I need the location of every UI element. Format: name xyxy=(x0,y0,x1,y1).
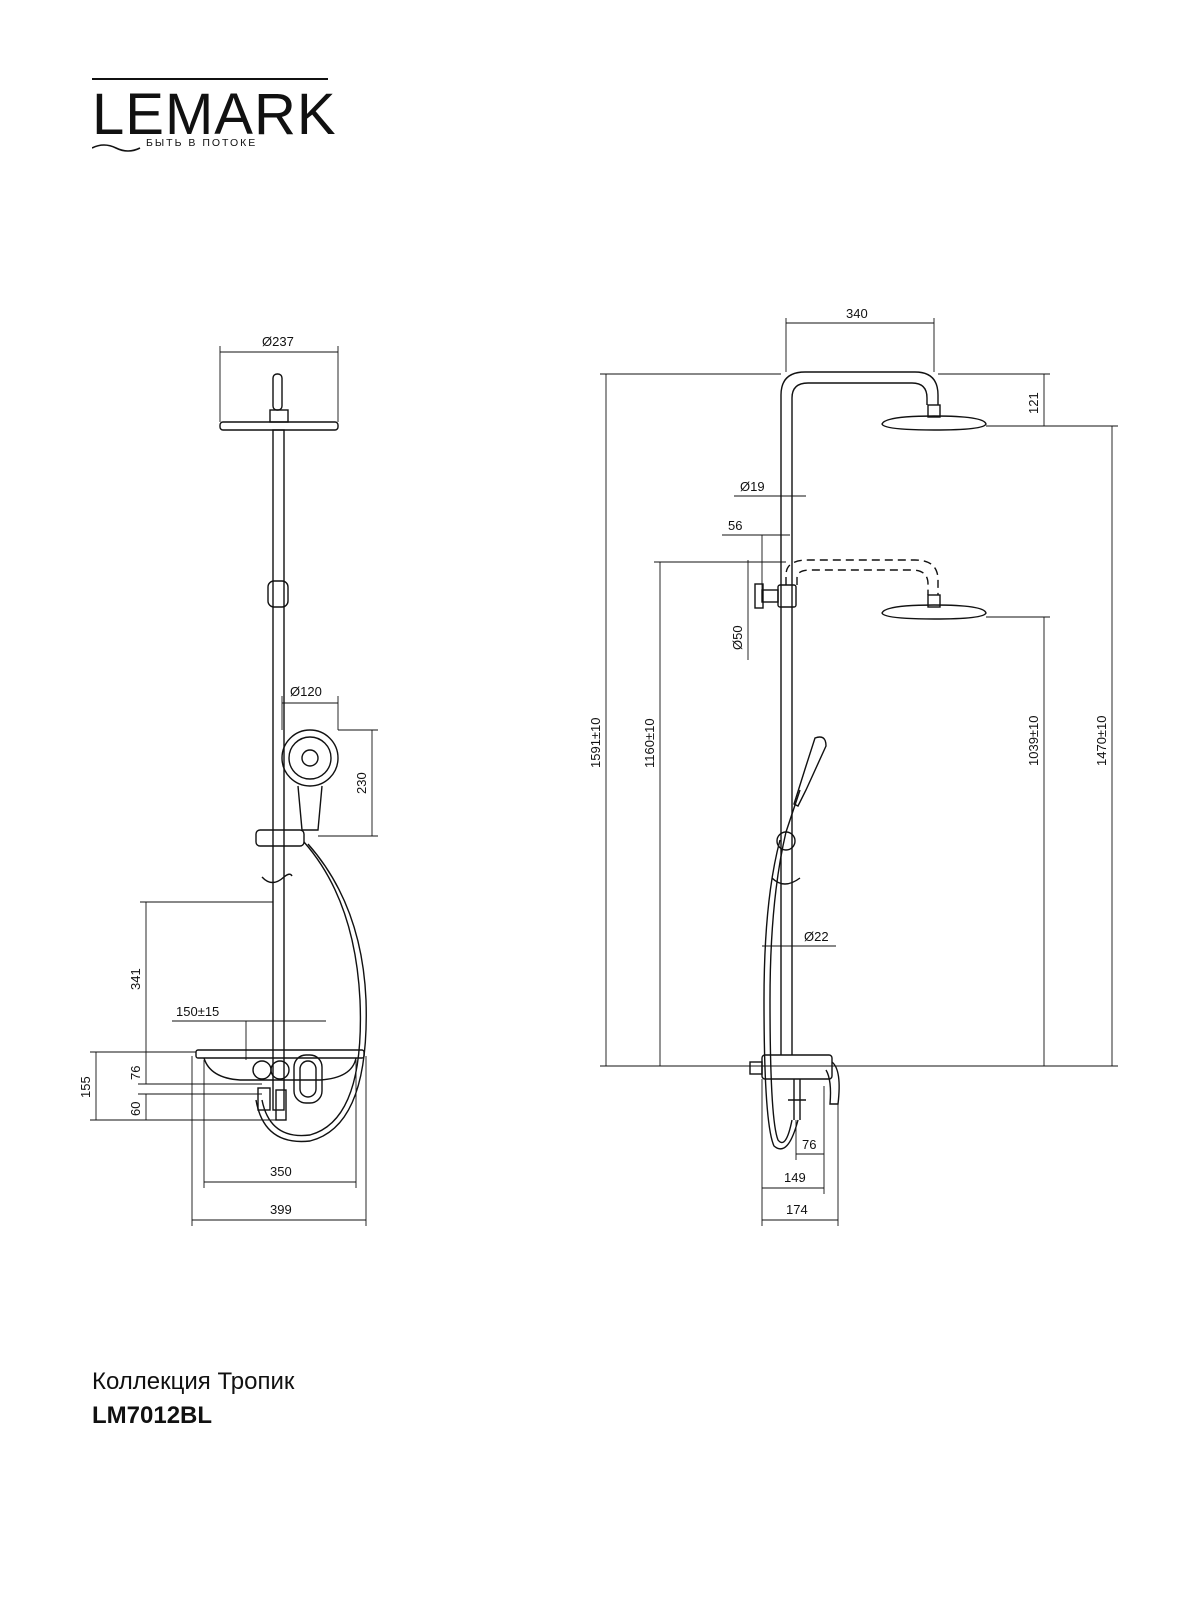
side-mixer-handle xyxy=(825,1061,840,1105)
dim-hand-shower-diameter: Ø120 xyxy=(290,684,322,699)
dim-lower-height: 60 xyxy=(128,1102,143,1116)
side-hand-shower xyxy=(793,736,827,807)
front-mixer-knob xyxy=(252,1060,272,1080)
front-mixer-handle xyxy=(293,1054,323,1104)
brand-tagline: БЫТЬ В ПОТОКЕ xyxy=(146,137,258,149)
dim-total-depth: 174 xyxy=(786,1202,808,1217)
dim-bracket-offset: 56 xyxy=(728,518,742,533)
dim-upper-height: 76 xyxy=(128,1066,143,1080)
side-high-shower-head xyxy=(881,415,987,431)
side-hook xyxy=(771,877,801,885)
dim-pipe-diameter: Ø19 xyxy=(740,479,765,494)
side-low-arm xyxy=(785,559,939,595)
dim-arm-length: 340 xyxy=(846,306,868,321)
dim-low-bracket-height: 1160±10 xyxy=(642,718,657,768)
dim-total-width: 399 xyxy=(270,1202,292,1217)
dimension-lines xyxy=(90,318,1118,1226)
dim-bracket-diameter: Ø50 xyxy=(730,625,745,650)
dim-body-depth: 149 xyxy=(784,1170,806,1185)
dim-holder-height: 341 xyxy=(128,968,143,990)
front-rail-bracket xyxy=(267,580,289,608)
side-hose xyxy=(769,831,793,1144)
brand-name: LEMARK xyxy=(92,82,337,147)
side-mixer-body xyxy=(761,1054,833,1080)
side-low-shower-head xyxy=(881,604,987,620)
dim-hand-shower-height: 230 xyxy=(354,772,369,794)
logo-wave-lines xyxy=(92,78,328,152)
dim-head-diameter: Ø237 xyxy=(262,334,294,349)
product-footer: Коллекция Тропик LM7012BL xyxy=(92,1368,294,1430)
front-hook xyxy=(261,873,293,884)
dim-low-head-height: 1039±10 xyxy=(1026,715,1041,766)
side-view xyxy=(749,371,987,1150)
front-view xyxy=(195,373,367,1143)
brand-logo: LEMARK БЫТЬ В ПОТОКЕ xyxy=(92,76,342,156)
dim-high-head-height: 1470±10 xyxy=(1094,715,1109,766)
front-shower-head xyxy=(219,421,339,431)
side-pipe xyxy=(780,371,939,1055)
collection-name: Коллекция Тропик xyxy=(92,1368,295,1395)
front-tray xyxy=(203,1057,357,1081)
dim-lower-pipe-diameter: Ø22 xyxy=(804,929,829,944)
front-hand-shower xyxy=(281,729,339,787)
dim-total-height-side: 1591±10 xyxy=(588,717,603,768)
front-shelf xyxy=(195,1049,365,1059)
model-number: LM7012BL xyxy=(92,1402,213,1429)
dim-head-drop: 121 xyxy=(1026,392,1041,414)
dimension-labels: Ø237 Ø120 230 341 150±15 155 76 60 350 3… xyxy=(78,306,1109,1217)
dim-shelf-width: 350 xyxy=(270,1164,292,1179)
front-rail xyxy=(272,429,285,1111)
dim-spout-depth: 76 xyxy=(802,1137,816,1152)
front-slider xyxy=(255,829,305,847)
dim-total-height-front: 155 xyxy=(78,1076,93,1098)
dim-mixer-spacing: 150±15 xyxy=(176,1004,219,1019)
front-hose xyxy=(261,841,362,1137)
